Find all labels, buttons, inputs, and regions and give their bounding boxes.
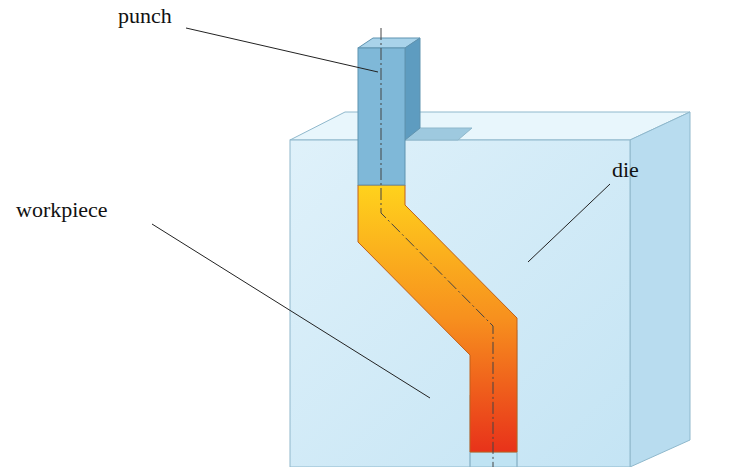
leader-line <box>152 224 430 398</box>
part-label: workpiece <box>16 198 108 222</box>
die-top-face <box>290 112 690 140</box>
die-side-face <box>630 112 690 467</box>
punch-side-face <box>405 38 420 140</box>
part-label: punch <box>118 4 172 28</box>
die-front-face <box>290 140 630 467</box>
leader-line <box>528 184 610 262</box>
part-label: die <box>612 158 639 182</box>
center-line <box>381 28 493 467</box>
leader-line <box>186 28 378 72</box>
